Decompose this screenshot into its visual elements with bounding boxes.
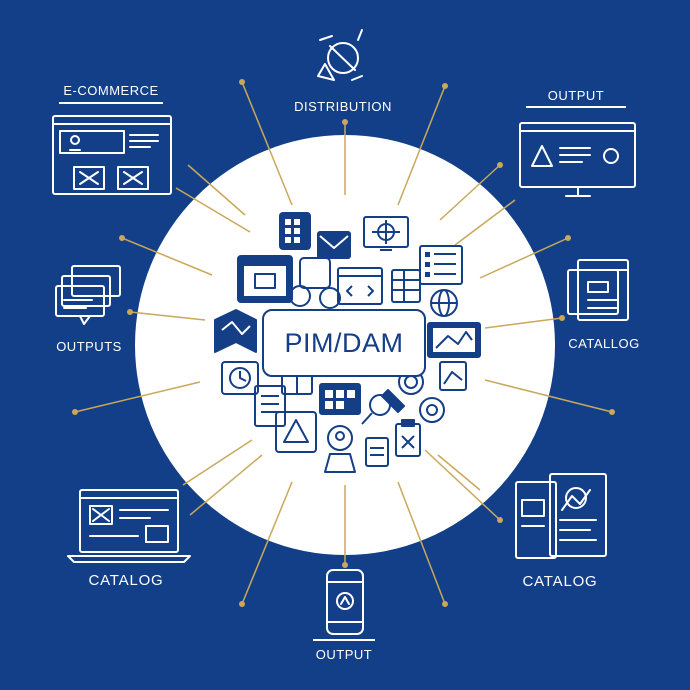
folded-map-icon xyxy=(214,309,257,353)
monitor-target-icon xyxy=(363,216,409,251)
connector-dot xyxy=(72,409,78,415)
file-icon xyxy=(365,437,389,467)
spreadsheet-icon xyxy=(391,269,421,303)
label-output-top: OUTPUT xyxy=(547,88,605,103)
connector-line xyxy=(454,199,516,246)
connector-dot xyxy=(342,119,348,125)
connector-line xyxy=(241,481,293,605)
connector-line xyxy=(397,85,446,206)
connector-line xyxy=(437,454,481,491)
label-underline xyxy=(59,102,163,104)
warning-panel-icon xyxy=(275,411,317,453)
label-catallog: CATALLOG xyxy=(568,336,640,351)
connector-lines xyxy=(74,81,613,605)
grid-icon xyxy=(279,212,311,250)
rocket-icon xyxy=(317,29,363,81)
center-label-text: PIM/DAM xyxy=(284,327,404,358)
label-outputs: OUTPUTS xyxy=(56,339,122,354)
connector-line xyxy=(182,439,253,486)
laptop-icon xyxy=(67,489,191,563)
map-pin-icon xyxy=(324,425,356,473)
connector-dot xyxy=(497,162,503,168)
connector-line xyxy=(439,164,501,221)
picture-icon xyxy=(427,322,481,358)
connector-line xyxy=(175,187,251,233)
connector-line xyxy=(241,81,293,206)
connector-dot xyxy=(239,79,245,85)
connector-dot xyxy=(342,562,348,568)
label-distribution: DISTRIBUTION xyxy=(294,99,392,114)
catalog-stack-icon xyxy=(567,259,629,321)
label-ecommerce: E-COMMERCE xyxy=(63,83,159,98)
desktop-monitor-icon xyxy=(519,122,636,197)
connector-dots xyxy=(72,79,615,607)
connector-dot xyxy=(127,309,133,315)
connector-dot xyxy=(497,517,503,523)
connector-dot xyxy=(565,235,571,241)
connector-line xyxy=(129,311,206,321)
stacked-windows-icon xyxy=(55,265,121,325)
connector-dot xyxy=(442,83,448,89)
label-underline xyxy=(313,639,375,641)
clipboard-icon xyxy=(395,419,421,457)
connector-dot xyxy=(239,601,245,607)
connector-line xyxy=(397,481,446,605)
connector-line xyxy=(424,449,501,521)
label-output-bottom: OUTPUT xyxy=(315,647,373,662)
connector-line xyxy=(479,237,569,279)
connector-dot xyxy=(119,235,125,241)
dashboard-icon xyxy=(319,383,361,415)
label-catalog-bottom-right: CATALOG xyxy=(522,573,598,590)
label-underline xyxy=(526,106,626,108)
shapes-icon xyxy=(289,257,341,309)
chart-image-icon xyxy=(439,361,467,391)
connector-line xyxy=(74,381,201,413)
pen-tool-icon xyxy=(381,389,405,413)
connector-line xyxy=(121,237,213,276)
connector-line xyxy=(189,454,263,516)
aperture-icon xyxy=(419,397,445,423)
connector-line xyxy=(484,379,613,413)
code-window-icon xyxy=(337,267,383,305)
browser-window-icon xyxy=(237,255,293,303)
mail-icon xyxy=(317,231,351,259)
smartphone-icon xyxy=(326,569,364,635)
connector-line xyxy=(187,164,246,216)
checklist-icon xyxy=(419,245,463,285)
label-catalog-left: CATALOG xyxy=(88,572,164,589)
connector-dot xyxy=(442,601,448,607)
connector-dot xyxy=(609,409,615,415)
pim-dam-center-label: PIM/DAM xyxy=(262,309,426,377)
web-store-icon xyxy=(52,115,172,195)
brochure-icon xyxy=(515,473,607,559)
clock-icon xyxy=(221,361,259,395)
connector-dot xyxy=(559,315,565,321)
globe-icon xyxy=(430,289,458,317)
connector-line xyxy=(484,317,563,329)
